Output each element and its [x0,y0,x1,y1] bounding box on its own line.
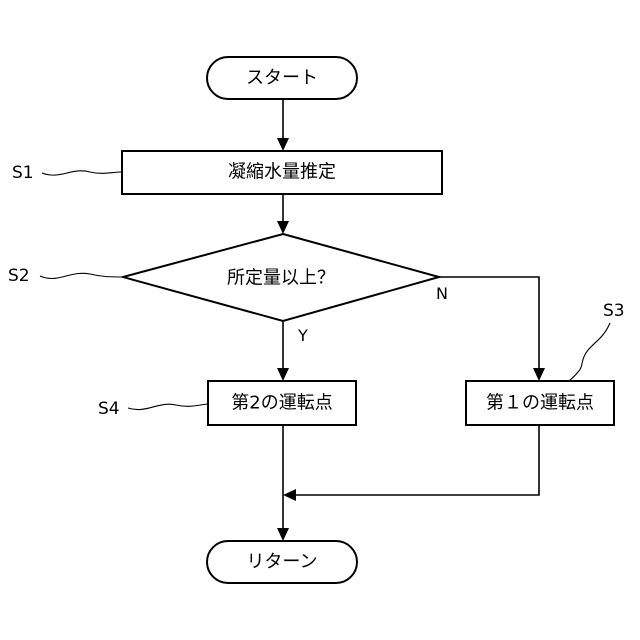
process-s4-label: 第2の運転点 [231,393,332,414]
connector-s2-no-to-s3 [439,277,545,381]
ref-s2-label: S2 [8,266,30,286]
connector-s4-to-end [277,425,289,541]
ref-s2: S2 [8,266,123,286]
decision-s2-label: 所定量以上？ [227,268,335,289]
process-s1: 凝縮水量推定 [122,151,442,194]
ref-s1-leader [42,171,122,175]
branch-no-label: N [436,284,448,303]
connector-s2-yes-to-s4 [277,321,289,381]
end-node: リターン [207,541,357,583]
ref-s3-leader [569,323,610,381]
start-node: スタート [207,57,357,99]
ref-s4-leader [128,404,208,410]
branch-yes-label: Y [297,326,308,345]
ref-s4-label: S4 [98,399,120,419]
ref-s2-leader [40,273,123,278]
connector-s1-to-s2 [277,194,289,234]
process-s3: 第１の運転点 [466,381,614,425]
process-s4: 第2の運転点 [208,381,356,425]
start-label: スタート [246,68,318,89]
ref-s3: S3 [569,301,625,381]
ref-s1-label: S1 [12,163,34,183]
decision-s2: 所定量以上？ [123,234,439,321]
ref-s1: S1 [12,163,122,183]
ref-s3-label: S3 [603,301,625,321]
end-label: リターン [246,552,317,573]
process-s3-label: 第１の運転点 [486,393,594,414]
process-s1-label: 凝縮水量推定 [228,162,336,183]
connector-start-to-s1 [277,99,289,151]
ref-s4: S4 [98,399,208,419]
connector-s3-to-merge [283,425,539,501]
